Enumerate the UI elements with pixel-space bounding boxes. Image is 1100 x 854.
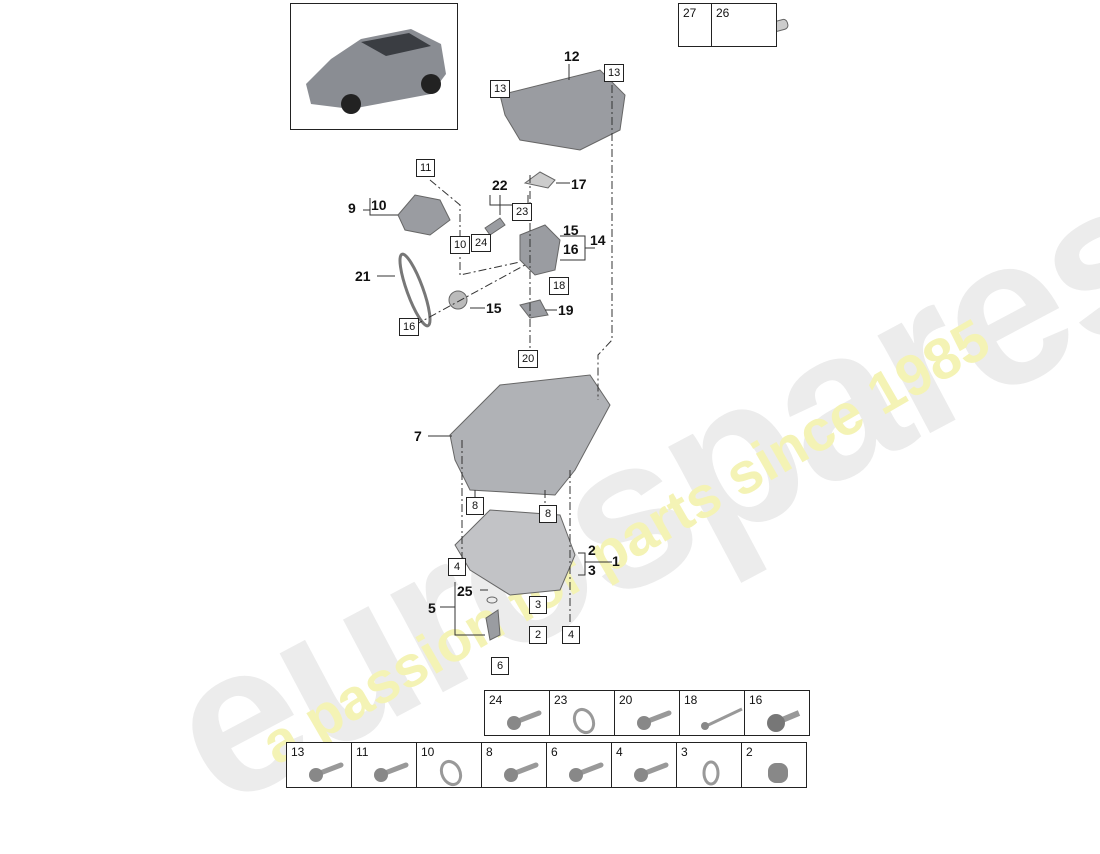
callout-15: 15	[563, 222, 579, 238]
box-callout-23: 23	[512, 203, 533, 221]
box-callout-8: 8	[466, 497, 484, 515]
box-callout-4: 4	[448, 558, 466, 576]
chain-part	[398, 252, 432, 328]
box-callout-24: 24	[471, 234, 492, 252]
fastener-cell: 8	[481, 742, 547, 788]
seal-ring-part	[486, 596, 498, 604]
part-number: 24	[489, 693, 503, 707]
pump-cover-part	[397, 194, 451, 236]
callout-14: 14	[590, 232, 606, 248]
bolt-icon	[307, 759, 347, 788]
part-number: 2	[746, 745, 753, 759]
box-callout-8b: 8	[539, 505, 557, 523]
drain-plug-icon	[762, 759, 794, 792]
part-number: 3	[681, 745, 688, 759]
fastener-cell: 11	[351, 742, 417, 788]
part-number: 18	[684, 693, 698, 707]
part-number: 8	[486, 745, 493, 759]
pickup-tube-part	[484, 217, 506, 236]
box-callout-2: 2	[529, 626, 547, 644]
box-callout-11: 11	[416, 159, 436, 177]
callout-3: 3	[588, 562, 596, 578]
fastener-cell: 24	[484, 690, 550, 736]
fastener-cell: 10	[416, 742, 482, 788]
fastener-cell: 16	[744, 690, 810, 738]
long-bolt-icon	[700, 707, 744, 736]
oil-pan-lower-part	[454, 509, 576, 596]
callout-12: 12	[564, 48, 580, 64]
callout-7: 7	[414, 428, 422, 444]
bolt-icon	[635, 707, 675, 736]
accessory-cell: 27	[678, 3, 712, 47]
gasket-part	[523, 171, 556, 189]
suv-icon	[306, 29, 446, 114]
callout-22: 22	[492, 177, 508, 193]
bolt-icon	[502, 759, 542, 788]
box-callout-20: 20	[518, 350, 539, 368]
fastener-cell: 6	[546, 742, 612, 788]
seal-ring-icon	[437, 759, 467, 794]
callout-5: 5	[428, 600, 436, 616]
bolt-icon	[567, 759, 607, 788]
drain-plug-part	[485, 609, 501, 641]
part-number: 4	[616, 745, 623, 759]
part-number: 10	[421, 745, 435, 759]
bolt-icon	[505, 707, 545, 736]
part-number: 20	[619, 693, 633, 707]
box-callout-10: 10	[450, 236, 471, 254]
strainer-part	[519, 299, 549, 319]
box-callout-4b: 4	[562, 626, 580, 644]
accessory-cell: 26	[711, 3, 777, 47]
accessory-table: 27 26	[678, 3, 777, 47]
flange-bolt-icon	[765, 707, 805, 738]
fastener-cell: 18	[679, 690, 745, 736]
fastener-table-row1: 24 23 20 18 16	[484, 690, 810, 736]
part-number: 6	[551, 745, 558, 759]
oil-pump-part	[519, 224, 561, 276]
fastener-cell: 23	[549, 690, 615, 736]
fastener-table-row2: 13 11 10 8 6 4 3 2	[286, 742, 807, 788]
box-callout-13: 13	[490, 80, 511, 98]
oil-baffle-part	[499, 69, 626, 151]
fastener-cell: 2	[741, 742, 807, 788]
bolt-icon	[372, 759, 412, 788]
sprocket-part	[448, 290, 468, 310]
callout-1: 1	[612, 553, 620, 569]
callout-15b: 15	[486, 300, 502, 316]
box-callout-3: 3	[529, 596, 547, 614]
callout-25: 25	[457, 583, 473, 599]
bolt-icon	[632, 759, 672, 788]
fastener-cell: 13	[286, 742, 352, 788]
part-number: 13	[291, 745, 305, 759]
diagram-parts	[363, 8, 789, 641]
box-callout-18: 18	[549, 277, 570, 295]
washer-icon	[697, 759, 727, 794]
part-number: 26	[716, 6, 730, 20]
callout-9: 9	[348, 200, 356, 216]
part-number: 27	[683, 6, 697, 20]
vehicle-thumbnail	[290, 3, 458, 130]
part-number: 23	[554, 693, 568, 707]
callout-17: 17	[571, 176, 587, 192]
callout-10: 10	[371, 197, 387, 213]
callout-16: 16	[563, 241, 579, 257]
seal-ring-icon	[570, 707, 600, 742]
part-number: 11	[356, 745, 369, 759]
box-callout-16: 16	[399, 318, 420, 336]
fastener-cell: 4	[611, 742, 677, 788]
oil-pan-upper-part	[449, 374, 611, 496]
part-number: 16	[749, 693, 763, 707]
fastener-cell: 3	[676, 742, 742, 788]
box-callout-6: 6	[491, 657, 509, 675]
box-callout-13b: 13	[604, 64, 625, 82]
callout-2: 2	[588, 542, 596, 558]
callout-19: 19	[558, 302, 574, 318]
callout-21: 21	[355, 268, 371, 284]
fastener-cell: 20	[614, 690, 680, 736]
